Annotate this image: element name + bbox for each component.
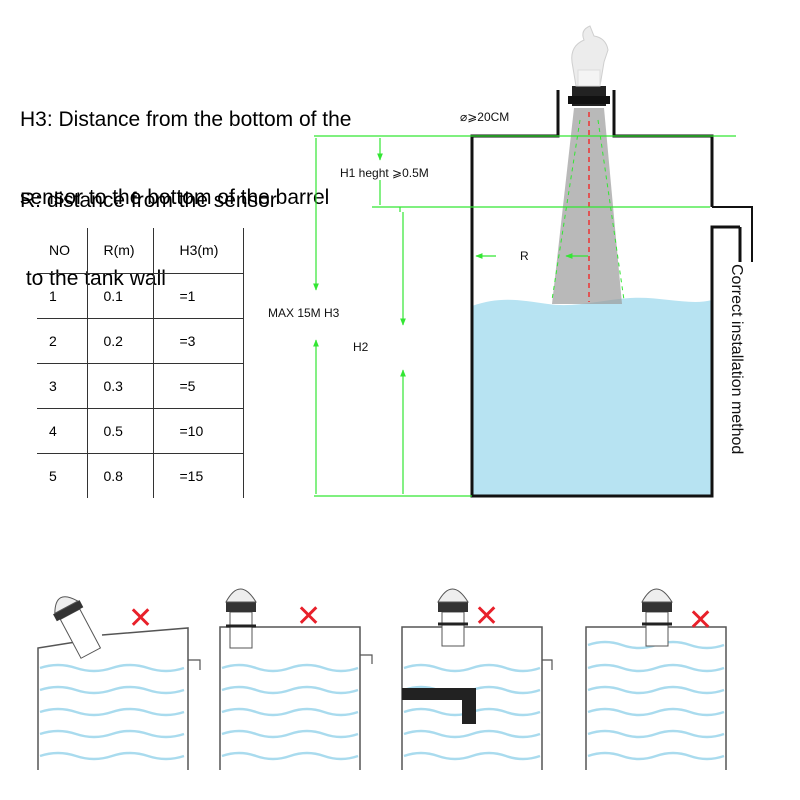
diameter-label: ⌀⩾20CM — [460, 110, 509, 124]
h2-label: H2 — [353, 340, 369, 354]
max-label: MAX 15M H3 — [268, 306, 340, 320]
header-r: R(m) — [86, 228, 154, 274]
cell-r: 0.2 — [86, 317, 154, 364]
cell-h3: =3 — [152, 317, 244, 364]
side-label: Correct installation method — [728, 264, 745, 454]
h3-definition-line1: H3: Distance from the bottom of the — [20, 108, 352, 131]
cell-h3: =15 — [152, 452, 244, 498]
sensor-beam — [552, 108, 622, 304]
wrong-mark: ✕ — [474, 600, 499, 633]
cell-h3: =10 — [152, 407, 244, 454]
table-row: 2 0.2 =3 — [37, 317, 244, 364]
r-label: R — [520, 249, 529, 263]
cell-no: 3 — [37, 362, 88, 409]
r-definition-line1: R: distance from the sensor — [20, 189, 277, 212]
tank-water — [472, 297, 712, 496]
table-row: 4 0.5 =10 — [37, 407, 244, 454]
h1-label: H1 heght ⩾0.5M — [340, 166, 429, 180]
wrong-example-tilted: ✕ — [37, 596, 201, 770]
cell-h3: =1 — [152, 272, 244, 319]
wrong-mark: ✕ — [688, 604, 713, 637]
sensor-device — [568, 25, 610, 106]
spec-table: NO R(m) H3(m) 1 0.1 =1 2 0.2 =3 3 0.3 =5… — [37, 228, 244, 498]
dimension-guides — [313, 135, 736, 497]
h3-definition: H3: Distance from the bottom of the sens… — [20, 55, 352, 237]
wrong-mark: ✕ — [128, 602, 153, 635]
wrong-mark: ✕ — [296, 600, 321, 633]
cell-r: 0.3 — [86, 362, 154, 409]
cell-no: 1 — [37, 272, 88, 319]
cell-r: 0.8 — [86, 452, 154, 498]
wrong-example-pipe-inside: ✕ — [219, 588, 373, 770]
cell-no: 5 — [37, 452, 88, 498]
wrong-example-full-tank: ✕ — [585, 588, 727, 770]
cell-h3: =5 — [152, 362, 244, 409]
header-h3: H3(m) — [152, 228, 244, 274]
table-row: 5 0.8 =15 — [37, 452, 244, 498]
wrong-example-obstacle: ✕ — [401, 588, 553, 770]
table-row: 3 0.3 =5 — [37, 362, 244, 409]
